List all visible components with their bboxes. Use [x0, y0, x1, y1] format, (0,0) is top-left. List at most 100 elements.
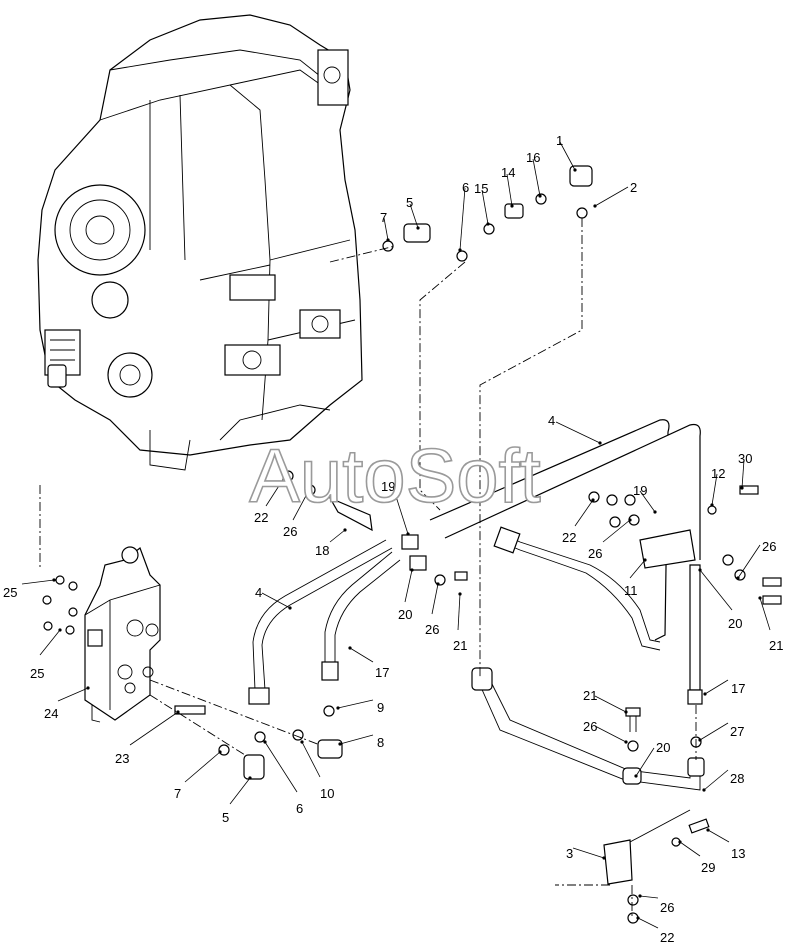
callout-arrowhead-c22a [282, 476, 286, 480]
callout-arrowhead-c14 [510, 204, 514, 208]
callout-arrowhead-c26b [628, 518, 632, 522]
callout-label-c14: 14 [501, 165, 515, 180]
callout-leader-c4a [555, 421, 601, 444]
callout-label-c22b: 22 [562, 530, 576, 545]
callout-arrowhead-c8 [338, 742, 342, 746]
callout-arrowhead-c26d [638, 894, 642, 898]
callout-label-c21a: 21 [453, 638, 467, 653]
callout-arrowhead-c4a [598, 441, 602, 445]
callout-leader-c29 [679, 841, 701, 857]
callout-arrowhead-c12 [710, 503, 714, 507]
callout-leader-c17a [349, 647, 374, 663]
callout-label-c6b: 6 [296, 801, 303, 816]
callout-arrowhead-c15 [486, 222, 490, 226]
callout-label-c26d: 26 [660, 900, 674, 915]
callout-leader-c25a [21, 579, 55, 585]
callout-label-c8: 8 [377, 735, 384, 750]
callout-leader-c21c [759, 597, 771, 631]
callout-label-c20c: 20 [728, 616, 742, 631]
callout-leader-c28 [703, 769, 729, 791]
callout-leader-c7a [383, 217, 389, 241]
callout-arrowhead-c21c [758, 596, 762, 600]
transmission-housing [37, 14, 363, 471]
fittings [42, 165, 782, 924]
callout-arrowhead-c4b [288, 606, 292, 610]
callout-leader-c19a [392, 486, 409, 535]
callout-label-c17a: 17 [375, 665, 389, 680]
callout-arrowhead-c16 [538, 194, 542, 198]
callout-label-c24: 24 [44, 706, 58, 721]
callout-label-c29: 29 [701, 860, 715, 875]
callout-leader-c23 [129, 711, 179, 746]
callout-arrowhead-c1 [573, 168, 577, 172]
callout-leader-c26d [639, 895, 659, 899]
callout-arrowhead-c13 [706, 828, 710, 832]
tube-11-right [493, 526, 661, 651]
callout-arrowhead-c10 [300, 740, 304, 744]
callout-label-c21c: 21 [769, 638, 783, 653]
callout-arrowhead-c6b [263, 740, 267, 744]
callout-arrowhead-c7b [218, 750, 222, 754]
callout-leader-c20a [404, 569, 413, 603]
callout-leader-c27 [699, 722, 729, 741]
callout-arrowhead-c27 [698, 738, 702, 742]
callout-label-c13: 13 [731, 846, 745, 861]
callout-leader-c16 [532, 158, 541, 197]
callout-arrowhead-c25a [52, 578, 56, 582]
callout-arrowhead-c26e [624, 740, 628, 744]
callout-label-c26e: 26 [583, 719, 597, 734]
callout-leader-c21a [457, 593, 461, 631]
callout-leader-c22a [265, 477, 285, 507]
callout-leader-c10 [301, 741, 321, 778]
callout-label-c25a: 25 [3, 585, 17, 600]
callout-label-c5a: 5 [406, 195, 413, 210]
callout-leader-c26b [602, 519, 631, 543]
callout-arrowhead-c26a [306, 490, 310, 494]
callout-leader-c26c [737, 544, 761, 579]
callout-arrowhead-c21b [624, 710, 628, 714]
callout-label-c9: 9 [377, 700, 384, 715]
callout-arrowhead-c19b [653, 510, 657, 514]
callout-label-c17b: 17 [731, 681, 745, 696]
callout-label-c4b: 4 [255, 585, 262, 600]
callout-label-c7b: 7 [174, 786, 181, 801]
connection-paths [39, 218, 697, 918]
tube-4-upper [429, 419, 701, 641]
callout-arrowhead-c26c [736, 576, 740, 580]
callout-arrowhead-c3 [602, 856, 606, 860]
callout-label-c25b: 25 [30, 666, 44, 681]
callout-label-c12: 12 [711, 466, 725, 481]
callout-leader-c3 [572, 847, 605, 859]
callout-label-c30: 30 [738, 451, 752, 466]
callout-label-c10: 10 [320, 786, 334, 801]
callout-label-c20b: 20 [656, 740, 670, 755]
callout-label-c1: 1 [556, 133, 563, 148]
callout-label-c26f: 26 [425, 622, 439, 637]
callout-label-c26c: 26 [762, 539, 776, 554]
callout-label-c5b: 5 [222, 810, 229, 825]
callout-leader-c19b [639, 490, 656, 513]
callout-leader-c22b [574, 499, 594, 527]
callout-leader-c18 [329, 529, 346, 543]
callout-arrowhead-c7a [386, 238, 390, 242]
callout-leader-c11 [629, 559, 646, 579]
callout-leader-c20c [699, 569, 733, 611]
callout-label-c3: 3 [566, 846, 573, 861]
callout-label-c23: 23 [115, 751, 129, 766]
callout-leader-c6b [264, 741, 298, 793]
callout-arrowhead-c21a [458, 592, 462, 596]
callout-arrowhead-c25b [58, 628, 62, 632]
callout-arrowhead-c6a [458, 248, 462, 252]
callout-arrowhead-c20a [410, 568, 414, 572]
callout-label-c26b: 26 [588, 546, 602, 561]
callout-leader-c26e [594, 725, 627, 743]
callout-leader-c5b [229, 777, 251, 805]
callout-arrowhead-c20b [634, 774, 638, 778]
callout-arrowhead-c26f [436, 582, 440, 586]
callout-leader-c15 [481, 189, 489, 225]
callout-arrowhead-c24 [86, 686, 90, 690]
callout-arrowhead-c22b [591, 498, 595, 502]
callout-leader-c24 [57, 687, 89, 702]
callout-label-c18: 18 [315, 543, 329, 558]
